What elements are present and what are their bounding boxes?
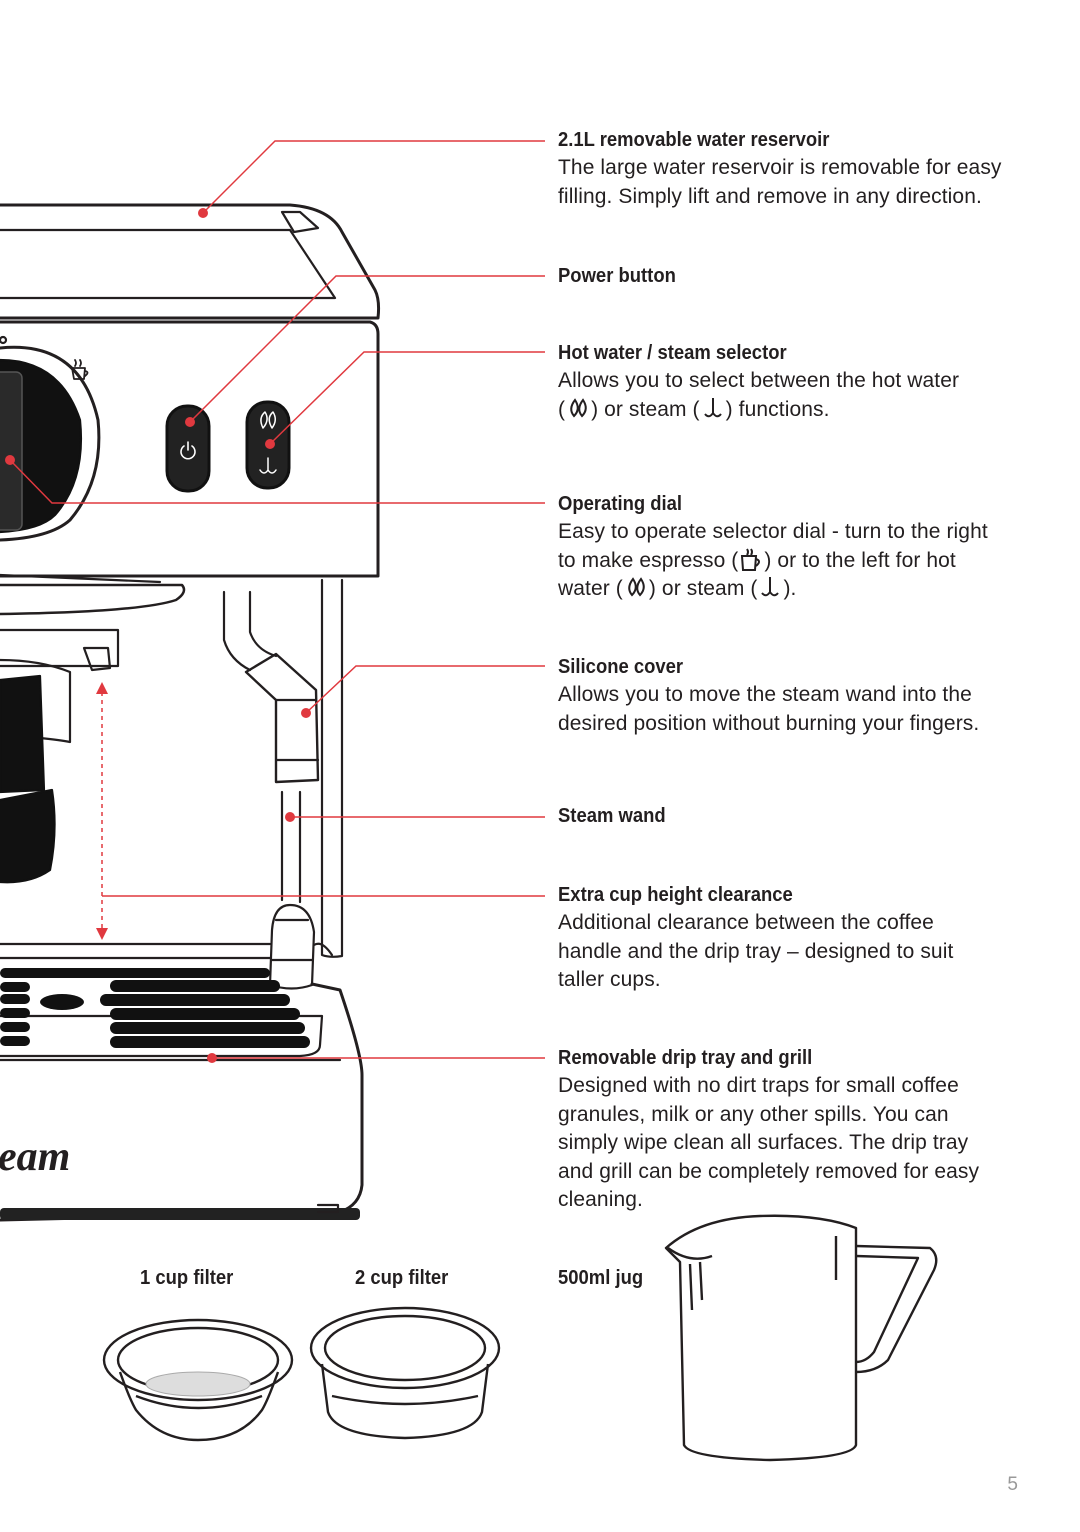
- callout-title: Extra cup height clearance: [558, 883, 793, 906]
- callout-text: and grill can be completely removed for …: [558, 1159, 980, 1183]
- callout-text: Allows you to select between the hot wat…: [558, 369, 960, 392]
- callout-title: Silicone cover: [558, 655, 684, 678]
- callout-text: simply wipe clean all surfaces. The drip…: [558, 1131, 969, 1154]
- brand-logo: eam: [0, 1134, 70, 1180]
- callout-text: handle and the drip tray – designed to s…: [558, 939, 954, 963]
- one-cup-filter-label: 1 cup filter: [140, 1266, 234, 1289]
- callout-title: 2.1L removable water reservoir: [558, 128, 830, 151]
- callout-text: granules, milk or any other spills. You …: [558, 1102, 949, 1126]
- callout-operating-dial: Operating dial Easy to operate selector …: [558, 490, 1038, 604]
- callout-text-with-icons: water () or steam ().: [558, 577, 797, 600]
- jug-label: 500ml jug: [558, 1266, 644, 1289]
- steam-icon: [761, 577, 780, 597]
- callout-title: Operating dial: [558, 492, 683, 515]
- callout-text: Easy to operate selector dial - turn to …: [558, 520, 988, 543]
- callout-power-button: Power button: [558, 262, 1038, 290]
- one-cup-filter-illustration: [102, 1318, 294, 1442]
- callout-silicone-cover: Silicone cover Allows you to move the st…: [558, 653, 1038, 738]
- callout-text: Additional clearance between the coffee: [558, 911, 934, 934]
- two-cup-filter-label: 2 cup filter: [355, 1266, 449, 1289]
- callout-text: The large water reservoir is removable f…: [558, 156, 1002, 179]
- callout-text: desired position without burning your fi…: [558, 711, 980, 735]
- callout-hot-water-steam-selector: Hot water / steam selector Allows you to…: [558, 339, 1038, 424]
- hot-water-icon: [628, 577, 645, 597]
- espresso-cup-icon: [741, 547, 761, 571]
- steam-icon: [703, 397, 722, 417]
- callout-text: filling. Simply lift and remove in any d…: [558, 184, 982, 208]
- callout-water-reservoir: 2.1L removable water reservoir The large…: [558, 126, 1038, 211]
- callout-text: Allows you to move the steam wand into t…: [558, 683, 972, 706]
- callout-title: Power button: [558, 264, 676, 287]
- callout-text: taller cups.: [558, 968, 661, 991]
- callout-steam-wand: Steam wand: [558, 802, 1038, 830]
- callout-title: Steam wand: [558, 804, 666, 827]
- callout-text: cleaning.: [558, 1188, 643, 1211]
- hot-water-icon: [570, 397, 587, 417]
- callout-title: Hot water / steam selector: [558, 341, 787, 364]
- callout-text-with-icons: () or steam () functions.: [558, 397, 830, 421]
- callout-text: Designed with no dirt traps for small co…: [558, 1074, 959, 1097]
- two-cup-filter-illustration: [309, 1306, 501, 1440]
- milk-jug-illustration: [664, 1214, 938, 1462]
- callout-text-with-icons: to make espresso () or to the left for h…: [558, 547, 956, 572]
- callout-cup-clearance: Extra cup height clearance Additional cl…: [558, 881, 1038, 995]
- page-number: 5: [1007, 1474, 1018, 1495]
- callout-title: Removable drip tray and grill: [558, 1046, 813, 1069]
- callout-drip-tray: Removable drip tray and grill Designed w…: [558, 1044, 1038, 1215]
